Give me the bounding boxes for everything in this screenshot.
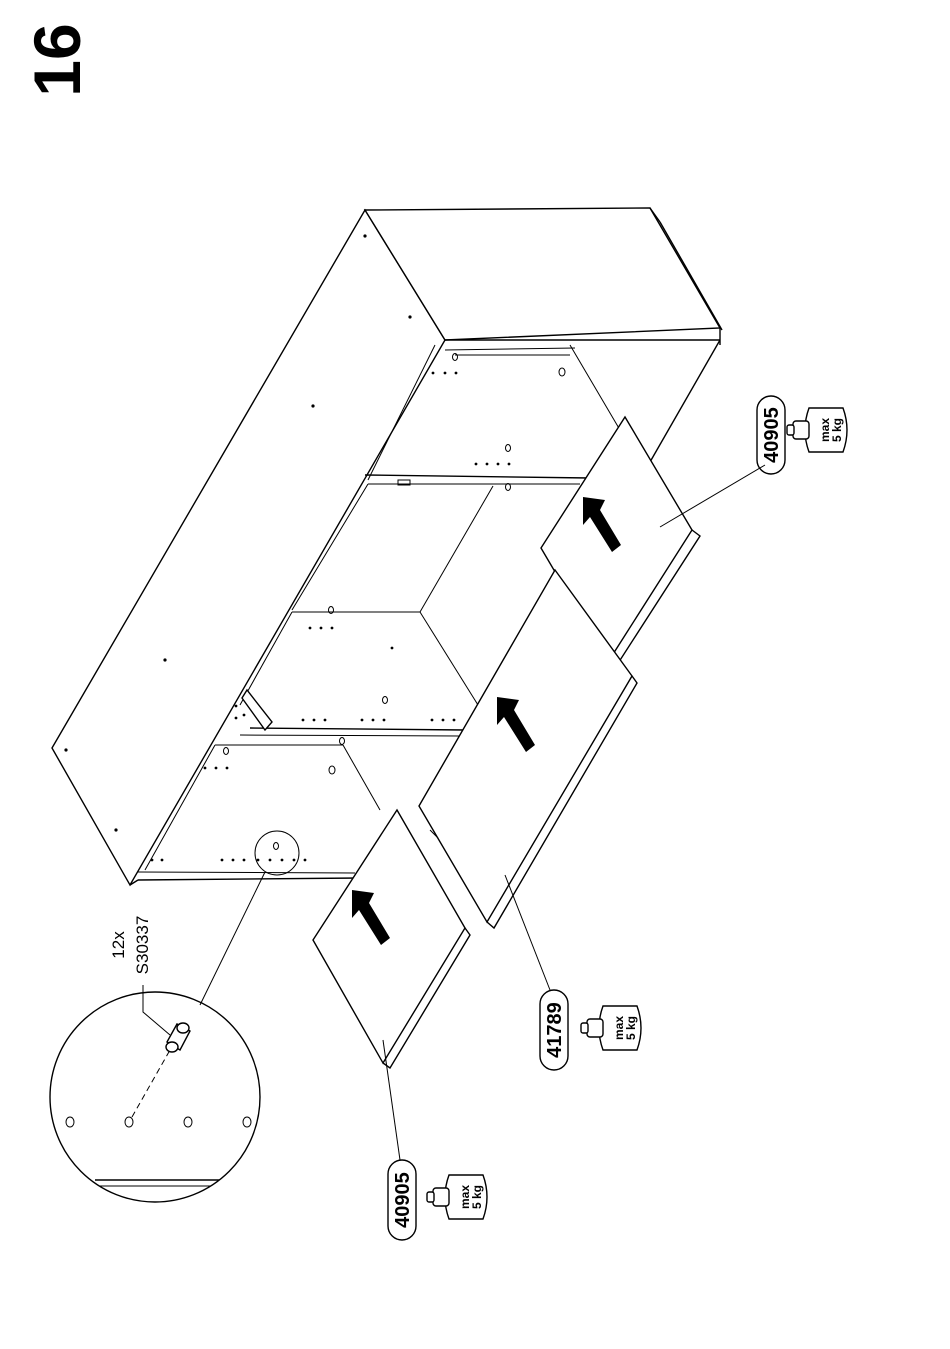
pin-quantity: 12x (109, 931, 128, 959)
part-label-middle: 41789 (540, 990, 568, 1070)
weight-limit-icon: max 5 kg (427, 1175, 487, 1219)
pin-part-code: S30337 (133, 916, 152, 975)
part-number: 40905 (392, 1172, 414, 1228)
cabinet-top-panel (52, 210, 445, 885)
svg-text:5 kg: 5 kg (830, 418, 844, 442)
svg-text:5 kg: 5 kg (624, 1016, 638, 1040)
part-number: 41789 (544, 1002, 566, 1058)
shelf-pin-icon (166, 1023, 190, 1052)
weight-limit-icon: max 5 kg (787, 408, 847, 452)
weight-limit-icon: max 5 kg (581, 1006, 641, 1050)
part-label-left: 40905 (388, 1160, 416, 1240)
step-number: 16 (20, 23, 94, 96)
connector-bracket (242, 690, 272, 730)
shelf-pin-detail (50, 985, 260, 1202)
shelf-left (313, 810, 470, 1160)
svg-text:5 kg: 5 kg (470, 1185, 484, 1209)
detail-marker-circle (255, 831, 299, 875)
part-label-right: 40905 (757, 396, 785, 474)
part-number: 40905 (761, 407, 783, 463)
